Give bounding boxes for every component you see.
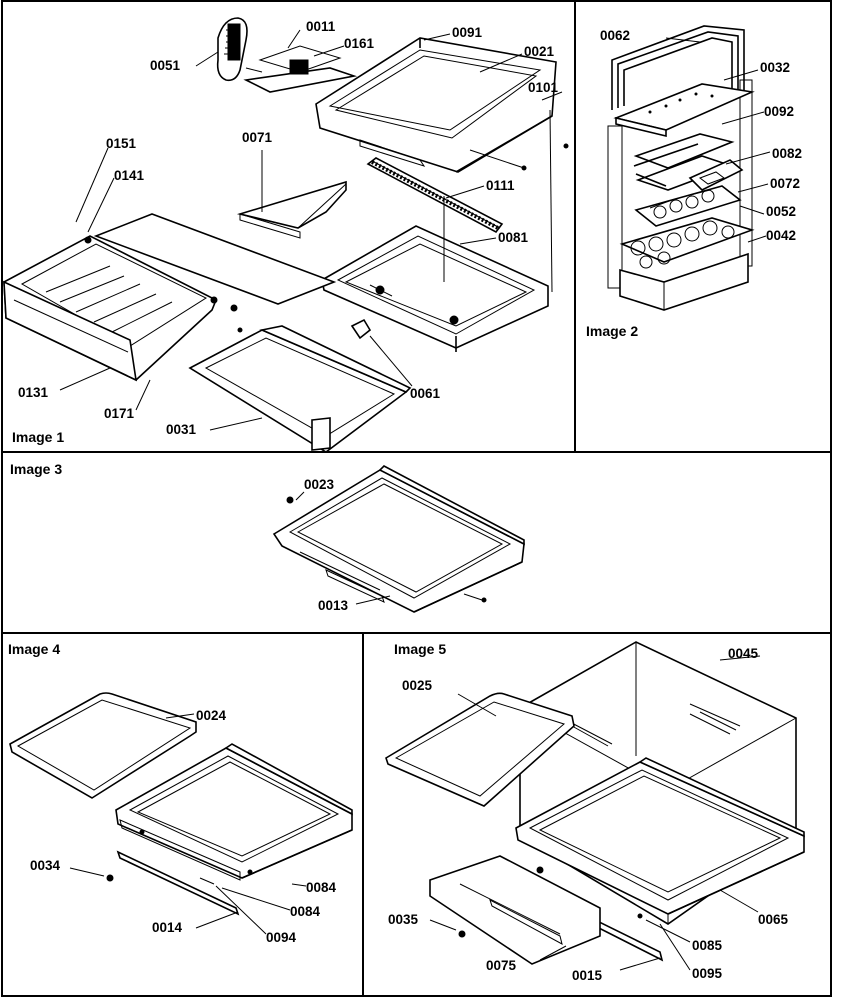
part-label-0092: 0092 (764, 104, 794, 119)
panel-title-image2: Image 2 (586, 323, 638, 339)
bracket-assembly (243, 45, 358, 93)
part-label-0082: 0082 (772, 146, 802, 161)
part-label-0101: 0101 (528, 80, 559, 95)
part-label-0091: 0091 (452, 25, 483, 40)
part-label-0011: 0011 (306, 19, 336, 34)
panel-title-image5: Image 5 (394, 641, 446, 657)
panel-title-image1: Image 1 (12, 429, 64, 445)
part-label-0014: 0014 (152, 920, 183, 935)
image2-drawing (607, 25, 771, 311)
labels-image3: 0023 0013 Image 3 (10, 461, 349, 613)
part-label-0065: 0065 (758, 912, 789, 927)
part-label-0111: 0111 (486, 178, 515, 193)
lower-shelf-frame (321, 225, 549, 352)
part-label-0072: 0072 (770, 176, 800, 191)
part-label-0015: 0015 (572, 968, 603, 983)
image3-drawing (272, 465, 525, 613)
part-label-0081: 0081 (498, 230, 529, 245)
part-label-0021: 0021 (524, 44, 555, 59)
part-label-0025: 0025 (402, 678, 433, 693)
part-label-0042: 0042 (766, 228, 796, 243)
part-label-0131: 0131 (18, 385, 49, 400)
part-label-0024: 0024 (196, 708, 227, 723)
part-label-0032: 0032 (760, 60, 790, 75)
part-label-0034: 0034 (30, 858, 61, 873)
diagram-frame (1, 0, 832, 997)
image1-drawing (3, 17, 569, 453)
panel-title-image4: Image 4 (8, 641, 60, 657)
part-label-0062: 0062 (600, 28, 630, 43)
panel-title-image3: Image 3 (10, 461, 62, 477)
leaders-image1 (59, 29, 563, 431)
part-label-0023: 0023 (304, 477, 335, 492)
part-label-0094: 0094 (266, 930, 297, 945)
part-label-0031: 0031 (166, 422, 197, 437)
cover-panel (93, 213, 337, 305)
part-label-0051: 0051 (150, 58, 181, 73)
labels-image5: 0025 0045 0035 0075 0015 0085 0095 0065 … (388, 641, 789, 983)
image4-drawing (9, 692, 353, 935)
part-label-0052: 0052 (766, 204, 796, 219)
part-label-0151: 0151 (106, 136, 137, 151)
dispenser-cover (216, 17, 248, 82)
labels-image2: 0062 0032 0092 0082 0072 0052 0042 Image… (586, 28, 802, 339)
labels-image1: 0011 0161 0091 0021 0051 0101 0071 0151 … (12, 19, 559, 445)
part-label-0013: 0013 (318, 598, 349, 613)
small-bracket (350, 318, 372, 340)
top-shelf (315, 37, 569, 173)
part-label-0084-upper: 0084 (306, 880, 337, 895)
thin-shelf (236, 180, 347, 239)
image5-drawing (385, 641, 805, 971)
part-label-0161: 0161 (344, 36, 375, 51)
part-label-0141: 0141 (114, 168, 145, 183)
labels-image4: 0024 0034 0084 0084 0014 0094 Image 4 (8, 641, 337, 945)
part-label-0075: 0075 (486, 958, 517, 973)
part-label-0045: 0045 (728, 646, 759, 661)
part-label-0084-lower: 0084 (290, 904, 321, 919)
part-label-0085: 0085 (692, 938, 723, 953)
part-label-0095: 0095 (692, 966, 723, 981)
part-label-0061: 0061 (410, 386, 441, 401)
shelf-rail (366, 157, 504, 234)
crisper-drawer (3, 235, 218, 382)
part-label-0035: 0035 (388, 912, 419, 927)
part-label-0071: 0071 (242, 130, 273, 145)
lower-drawer (188, 304, 412, 453)
part-label-0171: 0171 (104, 406, 135, 421)
